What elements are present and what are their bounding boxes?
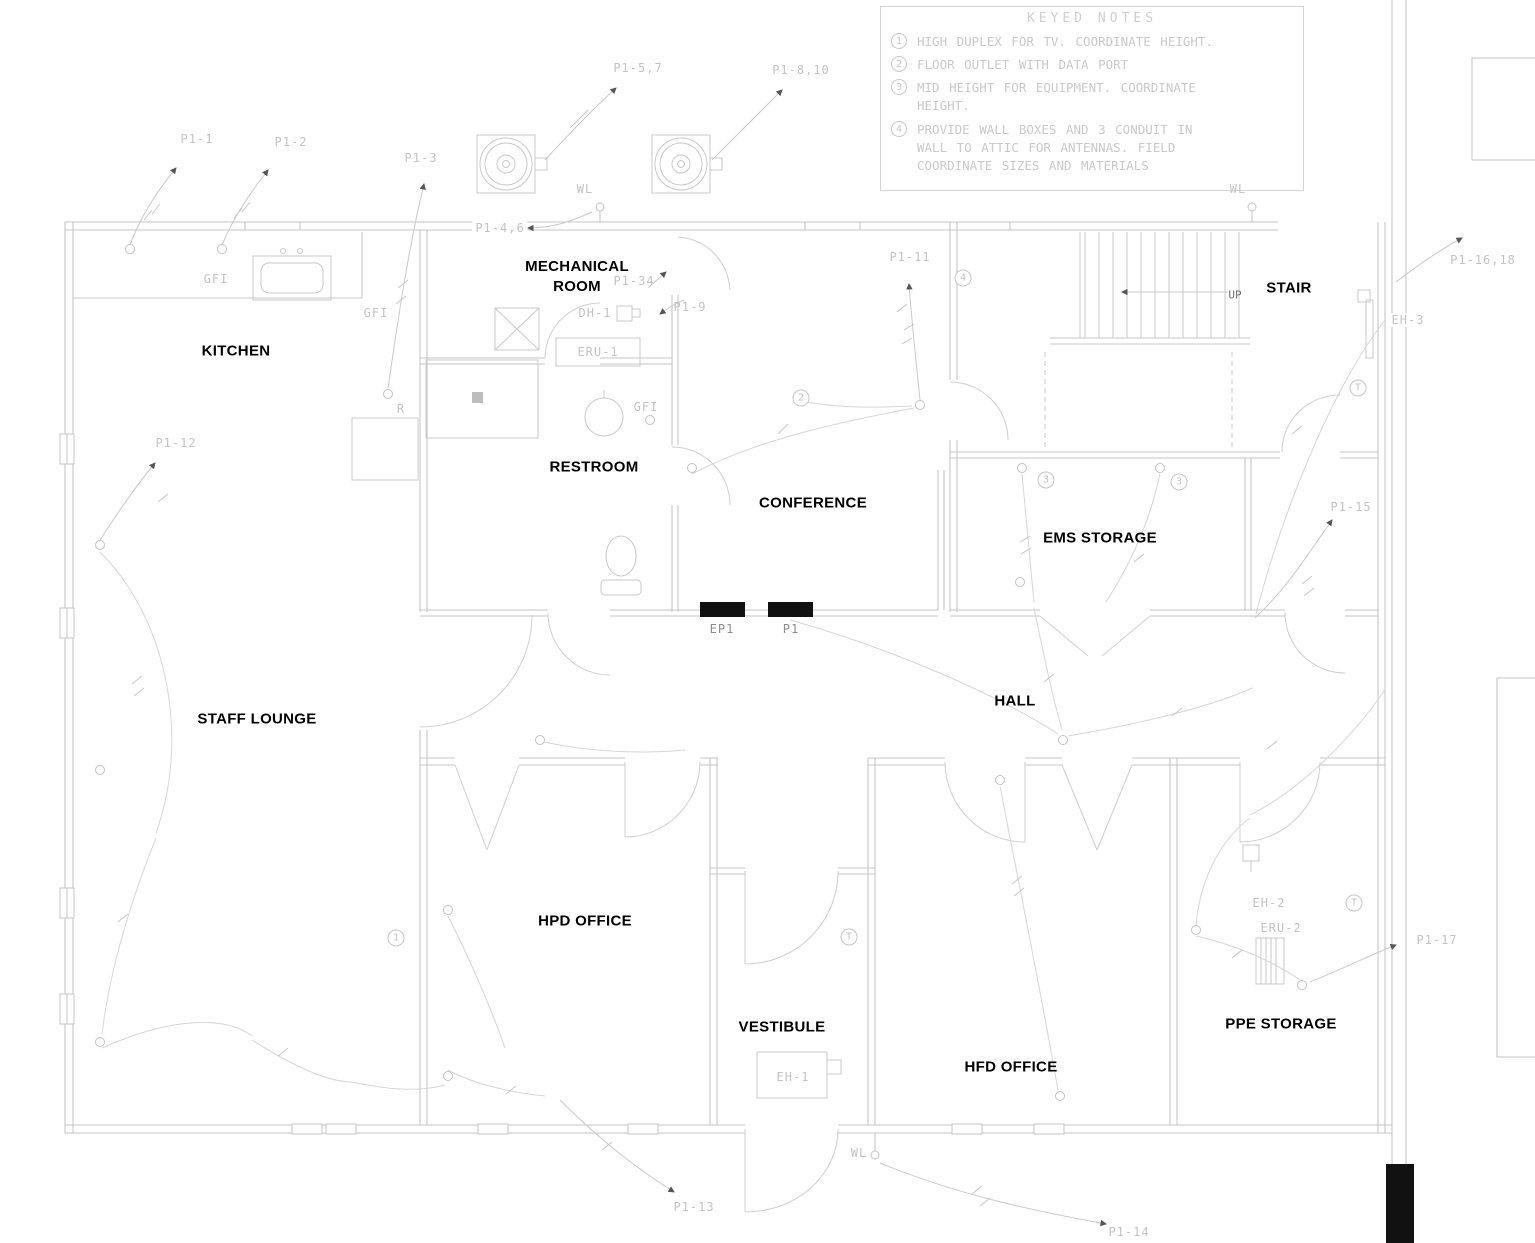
room-label-restroom: RESTROOM	[549, 458, 639, 476]
circuit-label-p1-5-7: P1-5,7	[613, 61, 663, 75]
stair-treads	[1044, 232, 1250, 448]
circuit-label-p1-4-6: P1-4,6	[472, 221, 528, 235]
eru-2-unit	[1255, 937, 1285, 985]
room-label-ppe-storage: PPE STORAGE	[1225, 1015, 1337, 1033]
note-number-badge: 4	[891, 120, 907, 137]
equipment-label-eh-1: EH-1	[776, 1070, 810, 1084]
room-label-vestibule: VESTIBULE	[738, 1018, 826, 1036]
equipment-label-eru-2: ERU-2	[1260, 921, 1302, 935]
circuit-label-p1-2: P1-2	[274, 135, 308, 149]
kitchen-counter	[73, 232, 363, 299]
electrical-panels	[700, 602, 1414, 1243]
panel-p1	[768, 602, 813, 617]
keyed-note-item: 3 MID HEIGHT FOR EQUIPMENT. COORDINATE H…	[891, 79, 1293, 115]
equipment-label-eru-1: ERU-1	[577, 345, 619, 359]
wiring	[99, 319, 1386, 1097]
note-text: HIGH DUPLEX FOR TV. COORDINATE HEIGHT.	[917, 34, 1213, 49]
device-label-gfi: GFI	[633, 400, 659, 414]
note-text: FLOOR OUTLET WITH DATA PORT	[917, 57, 1129, 73]
kitchen-island	[351, 417, 419, 481]
device-label-gfi: GFI	[203, 272, 229, 286]
room-label-kitchen: KITCHEN	[201, 342, 271, 360]
plan-note-marker-2: 2	[792, 389, 810, 407]
note-number-badge: 3	[891, 79, 907, 96]
exterior-walls	[64, 0, 1535, 1243]
device-label-r: R	[396, 402, 406, 416]
room-label-staff-lounge: STAFF LOUNGE	[197, 710, 317, 728]
eh-2-unit	[1242, 844, 1260, 862]
note-text: MID HEIGHT FOR EQUIPMENT. COORDINATE HEI…	[917, 80, 1196, 114]
keyed-note-item: 2 FLOOR OUTLET WITH DATA PORT	[891, 56, 1293, 74]
plan-note-marker-1: 1	[387, 929, 405, 947]
eh-3-unit	[1365, 299, 1374, 359]
keyed-note-item: 1 HIGH DUPLEX FOR TV. COORDINATE HEIGHT.	[891, 33, 1293, 51]
kitchen-sink	[252, 255, 332, 301]
panel-ep1	[700, 602, 745, 617]
circuit-label-p1-15: P1-15	[1330, 500, 1372, 514]
device-label-wl: WL	[576, 182, 594, 196]
mech-equipment	[494, 307, 540, 351]
plan-note-marker-3: 3	[1170, 473, 1188, 491]
equipment-label-eh-3: EH-3	[1388, 313, 1428, 327]
room-label-mechanical-room: MECHANICAL ROOM	[525, 257, 629, 295]
circuit-label-p1-13: P1-13	[673, 1200, 715, 1214]
fixtures	[73, 134, 1374, 1099]
equipment-label-eh-2: EH-2	[1252, 896, 1286, 910]
stair-up-label: UP	[1228, 288, 1242, 302]
circuit-label-p1-8-10: P1-8,10	[772, 63, 830, 77]
room-label-conference: CONFERENCE	[758, 494, 868, 512]
homerun-arrows	[99, 87, 1463, 1227]
circuit-label-p1-14: P1-14	[1108, 1225, 1150, 1239]
note-number-badge: 2	[891, 56, 907, 73]
room-label-hall: HALL	[994, 692, 1036, 710]
shower-pad	[425, 359, 539, 439]
receptacles	[95, 202, 1307, 1160]
dh-1-unit	[616, 305, 633, 322]
device-label-wl: WL	[850, 1146, 868, 1160]
plan-note-marker-3: 3	[1037, 471, 1055, 489]
note-text: PROVIDE WALL BOXES AND 3 CONDUIT IN WALL…	[917, 121, 1193, 173]
circuit-label-p1-34: P1-34	[613, 274, 655, 288]
circuit-label-p1-12: P1-12	[155, 436, 197, 450]
solid-wall-fill	[1386, 1164, 1414, 1243]
keyed-notes-title: KEYED NOTES	[1026, 11, 1158, 26]
device-label-wl: WL	[1229, 182, 1247, 196]
circuit-label-p1-11: P1-11	[889, 250, 931, 264]
interior-walls	[419, 222, 1385, 1125]
circuit-label-p1-16-18: P1-16,18	[1447, 253, 1519, 267]
thermostat-marker: T	[1345, 894, 1363, 912]
panel-label-p1: P1	[782, 622, 800, 636]
circuit-label-p1-17: P1-17	[1413, 933, 1461, 947]
room-label-hpd-office: HPD OFFICE	[538, 912, 632, 930]
thermostat-marker: T	[840, 928, 858, 946]
windows	[59, 433, 1065, 1135]
device-label-gfi: GFI	[363, 306, 389, 320]
roof-fan-1	[476, 134, 548, 194]
eh-1-unit	[756, 1051, 828, 1099]
room-label-stair: STAIR	[1266, 279, 1312, 297]
equipment-label-dh-1: DH-1	[578, 306, 612, 320]
room-label-hfd-office: HFD OFFICE	[964, 1058, 1058, 1076]
plan-note-marker-4: 4	[954, 269, 972, 287]
circuit-label-p1-3: P1-3	[404, 151, 438, 165]
doors	[419, 236, 1346, 1213]
circuit-label-p1-9: P1-9	[673, 300, 707, 314]
thermostat-marker: T	[1349, 379, 1367, 397]
keyed-note-item: 4 PROVIDE WALL BOXES AND 3 CONDUIT IN WA…	[891, 120, 1293, 175]
toilet	[605, 535, 637, 577]
lavatory	[584, 397, 624, 437]
conductor-ticks	[117, 109, 1315, 1207]
eru-1-unit	[555, 337, 641, 367]
roof-fan-2	[651, 134, 723, 194]
panel-label-ep1: EP1	[709, 622, 735, 636]
keyed-notes-panel: KEYED NOTES 1 HIGH DUPLEX FOR TV. COORDI…	[880, 6, 1304, 191]
room-label-ems-storage: EMS STORAGE	[1043, 529, 1157, 547]
circuit-label-p1-1: P1-1	[180, 132, 214, 146]
note-number-badge: 1	[891, 33, 907, 49]
